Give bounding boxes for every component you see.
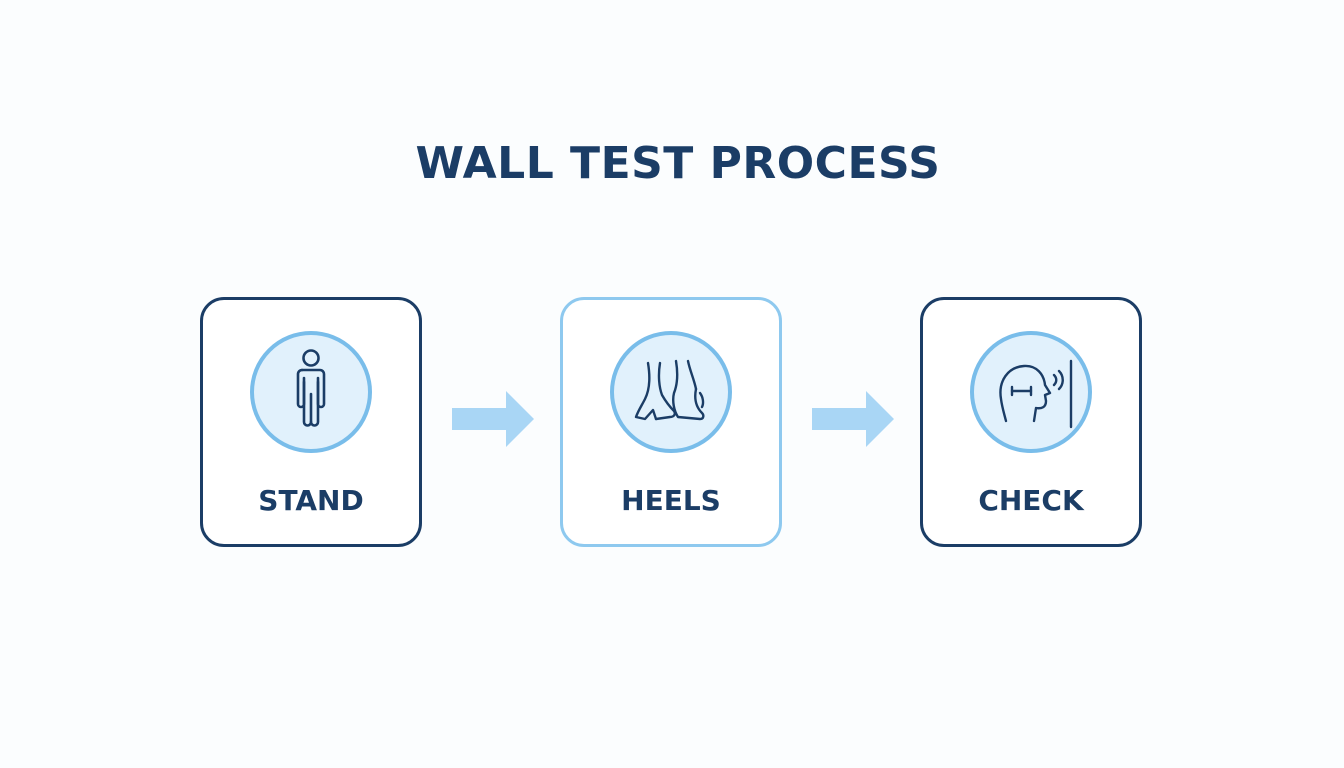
step-check: CHECK (920, 297, 1142, 547)
arrow-right-icon (812, 391, 894, 447)
step-label: CHECK (978, 484, 1084, 517)
person-standing-icon (296, 349, 326, 427)
diagram-title: WALL TEST PROCESS (415, 138, 941, 189)
step-icon-badge (610, 331, 732, 453)
step-label: STAND (258, 484, 364, 517)
step-stand: STAND (200, 297, 422, 547)
step-label: HEELS (621, 484, 721, 517)
head-touching-wall-icon (999, 359, 1073, 429)
step-icon-badge (250, 331, 372, 453)
step-heels: HEELS (560, 297, 782, 547)
arrow-right-icon (452, 391, 534, 447)
step-icon-badge (970, 331, 1092, 453)
heels-against-wall-icon (634, 359, 705, 421)
